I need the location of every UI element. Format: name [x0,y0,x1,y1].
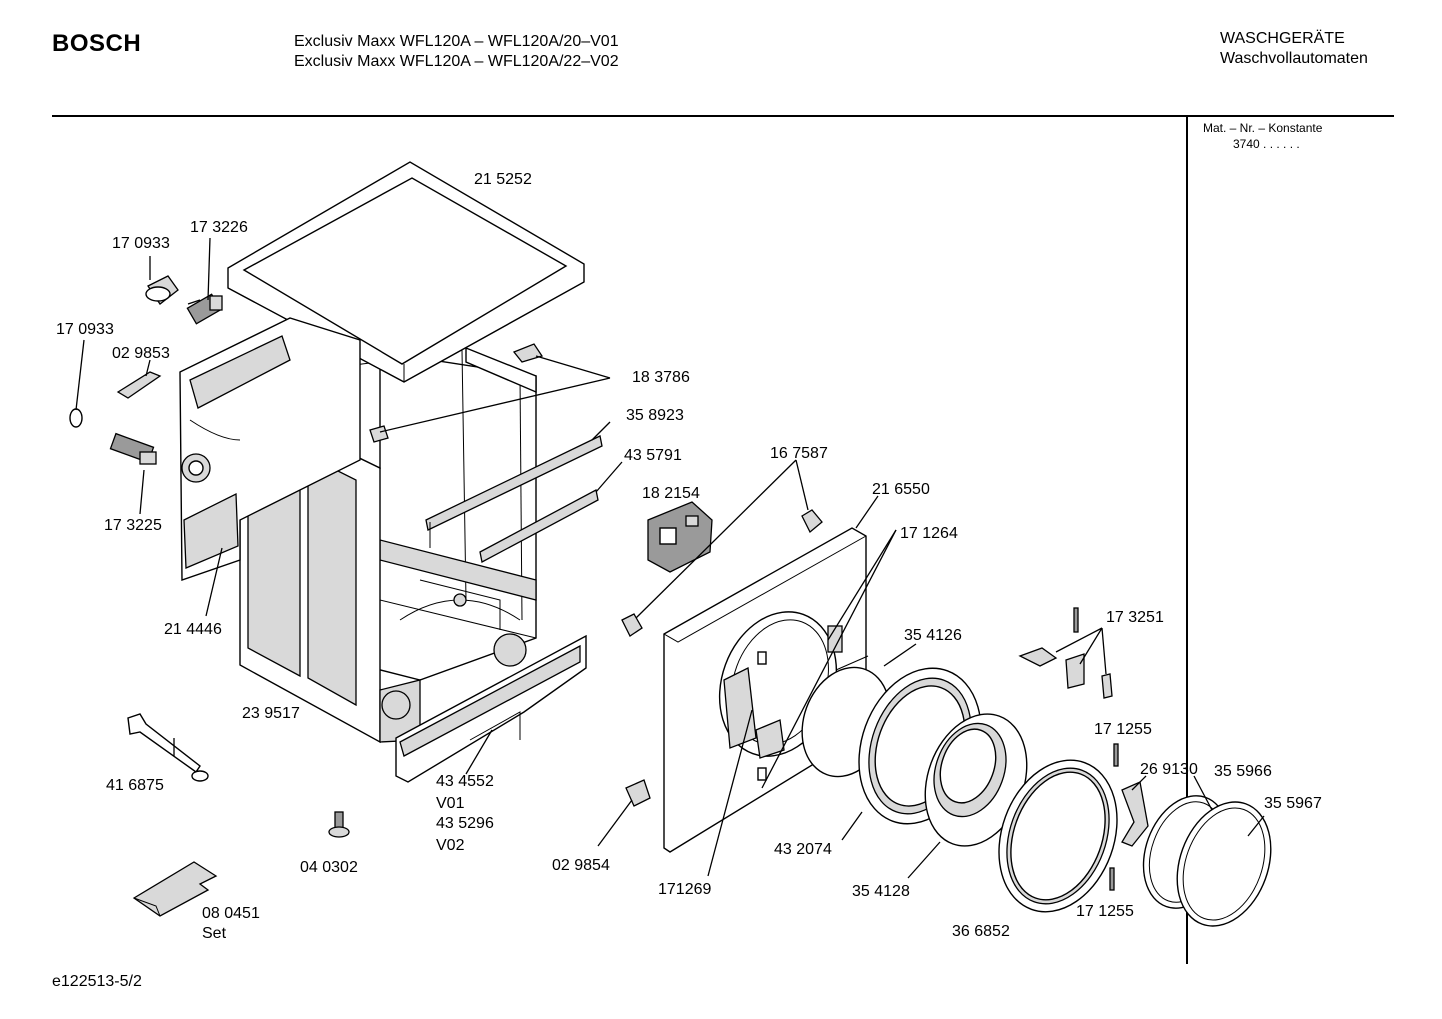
label-354128: 35 4128 [852,883,910,900]
category-line-2: Waschvollautomaten [1220,50,1368,67]
label-416875: 41 6875 [106,777,164,794]
transport-set-part [132,861,218,917]
label-434552: 43 4552 [436,773,494,790]
label-435791: 43 5791 [624,447,682,464]
sidebar-rule [1186,116,1188,964]
brand-logo: BOSCH [52,30,142,57]
label-167587: 16 7587 [770,445,828,462]
label-171264: 17 1264 [900,525,958,542]
mat-nr-value: 3740 . . . . . . [1233,137,1300,151]
label-v01: V01 [436,795,465,812]
label-170933-top: 17 0933 [112,235,170,252]
clip-part-029853 [116,371,162,399]
label-355967: 35 5967 [1264,795,1322,812]
side-panel-part [179,317,361,581]
mat-nr-label: Mat. – Nr. – Konstante [1203,121,1323,135]
label-173225: 17 3225 [104,517,162,534]
level-foot-part [328,811,350,838]
label-432074: 43 2074 [774,841,832,858]
label-171255-bottom: 17 1255 [1076,903,1134,920]
category-line-1: WASCHGERÄTE [1220,30,1345,47]
clip-part-183786 [369,343,544,443]
label-435296: 43 5296 [436,815,494,832]
label-355966: 35 5966 [1214,763,1272,780]
wrench-part [127,713,209,782]
label-170933-left: 17 0933 [56,321,114,338]
hinge-part-173251 [1018,607,1113,699]
label-239517: 23 9517 [242,705,300,722]
label-set: Set [202,925,227,942]
label-173251: 17 3251 [1106,609,1164,626]
foot-part-170933 [145,275,179,305]
shock-absorber-part-173226 [186,293,223,325]
label-173226: 17 3226 [190,219,248,236]
pin-part-170933 [69,408,83,428]
label-358923: 35 8923 [626,407,684,424]
model-line-2: Exclusiv Maxx WFL120A – WFL120A/22–V02 [294,53,619,70]
label-215252: 21 5252 [474,171,532,188]
plinth-part [395,634,587,783]
door-glass-part [924,713,1028,847]
label-216550: 21 6550 [872,481,930,498]
door-lock-part [647,501,713,573]
hinge-part-029854 [625,779,651,807]
part-labels: 21 5252 17 3226 17 0933 17 0933 02 9853 … [56,171,1322,942]
outer-ring-part [998,759,1118,913]
label-029854: 02 9854 [552,857,610,874]
shock-absorber-part-173225 [109,432,157,465]
catch-part-167587 [621,509,823,637]
label-183786: 18 3786 [632,369,690,386]
label-269130: 26 9130 [1140,761,1198,778]
pin-part-171255 [1109,743,1119,891]
label-171269: 171269 [658,881,711,898]
header-rule [52,115,1394,117]
label-182154: 18 2154 [642,485,700,502]
model-line-1: Exclusiv Maxx WFL120A – WFL120A/20–V01 [294,33,619,50]
label-354126: 35 4126 [904,627,962,644]
leader-lines [75,237,1265,879]
label-029853: 02 9853 [112,345,170,362]
label-080451: 08 0451 [202,905,260,922]
label-366852: 36 6852 [952,923,1010,940]
rails-part [425,435,603,563]
label-214446: 21 4446 [164,621,222,638]
label-171255-top: 17 1255 [1094,721,1152,738]
drawing-code: e122513-5/2 [52,973,142,990]
label-040302: 04 0302 [300,859,358,876]
trim-ring-part-355967 [1176,801,1272,927]
label-v02: V02 [436,837,465,854]
door-handle-part [1121,781,1149,847]
